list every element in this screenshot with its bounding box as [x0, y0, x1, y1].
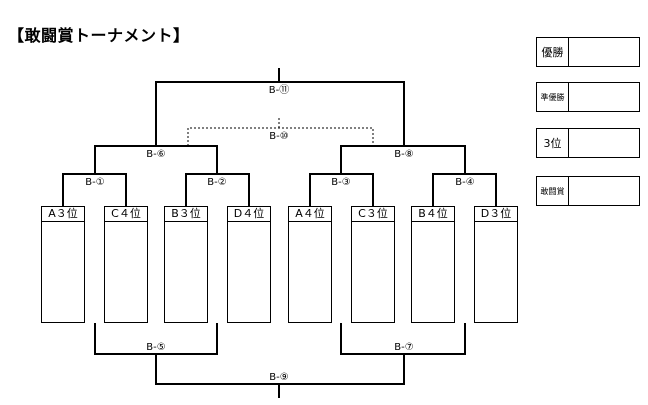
team-box-b3: B３位	[164, 206, 208, 323]
team-label: C４位	[105, 207, 147, 222]
match-label-b10: B-⑩	[268, 131, 290, 142]
page-title: 【敢闘賞トーナメント】	[8, 26, 190, 45]
semifinal-left-bracket	[94, 145, 218, 174]
team-label: D３位	[475, 207, 517, 222]
match-label-b3: B-③	[330, 177, 352, 188]
team-box-c4: C４位	[104, 206, 148, 323]
match-label-b5: B-⑤	[145, 342, 167, 353]
team-box-b4: B４位	[411, 206, 455, 323]
team-box-a4: A４位	[288, 206, 332, 323]
award-runner-up-label: 準優勝	[537, 83, 569, 111]
semifinal-right-bracket	[340, 145, 466, 174]
team-box-c3: C３位	[351, 206, 395, 323]
team-label: D４位	[228, 207, 270, 222]
match-label-b6: B-⑥	[145, 149, 167, 160]
round1-b3-bracket	[309, 173, 374, 206]
third-place-dotted-bracket	[187, 127, 374, 146]
match-label-b4: B-④	[454, 177, 476, 188]
team-label: B４位	[412, 207, 454, 222]
award-fighting-spirit-box: 敢闘賞	[536, 176, 640, 206]
team-box-a3: A３位	[41, 206, 85, 323]
final-bracket	[155, 81, 405, 146]
match-label-b8: B-⑧	[393, 149, 415, 160]
team-box-d4: D４位	[227, 206, 271, 323]
award-runner-up-box: 準優勝	[536, 82, 640, 112]
award-third-place-box: 3位	[536, 128, 640, 158]
award-winner-box: 優勝	[536, 37, 640, 67]
team-box-d3: D３位	[474, 206, 518, 323]
round1-b2-bracket	[185, 173, 250, 206]
round1-b4-bracket	[432, 173, 497, 206]
award-fighting-spirit-label: 敢闘賞	[537, 177, 569, 205]
team-label: A４位	[289, 207, 331, 222]
match-label-b9: B-⑨	[268, 372, 290, 383]
award-third-place-label: 3位	[537, 129, 569, 157]
team-label: A３位	[42, 207, 84, 222]
match-label-b2: B-②	[206, 177, 228, 188]
match-label-b11: B-⑪	[267, 85, 291, 96]
match-label-b7: B-⑦	[393, 342, 415, 353]
match-label-b1: B-①	[84, 177, 106, 188]
team-label: C３位	[352, 207, 394, 222]
team-label: B３位	[165, 207, 207, 222]
round1-b1-bracket	[62, 173, 127, 206]
award-winner-label: 優勝	[537, 38, 569, 66]
